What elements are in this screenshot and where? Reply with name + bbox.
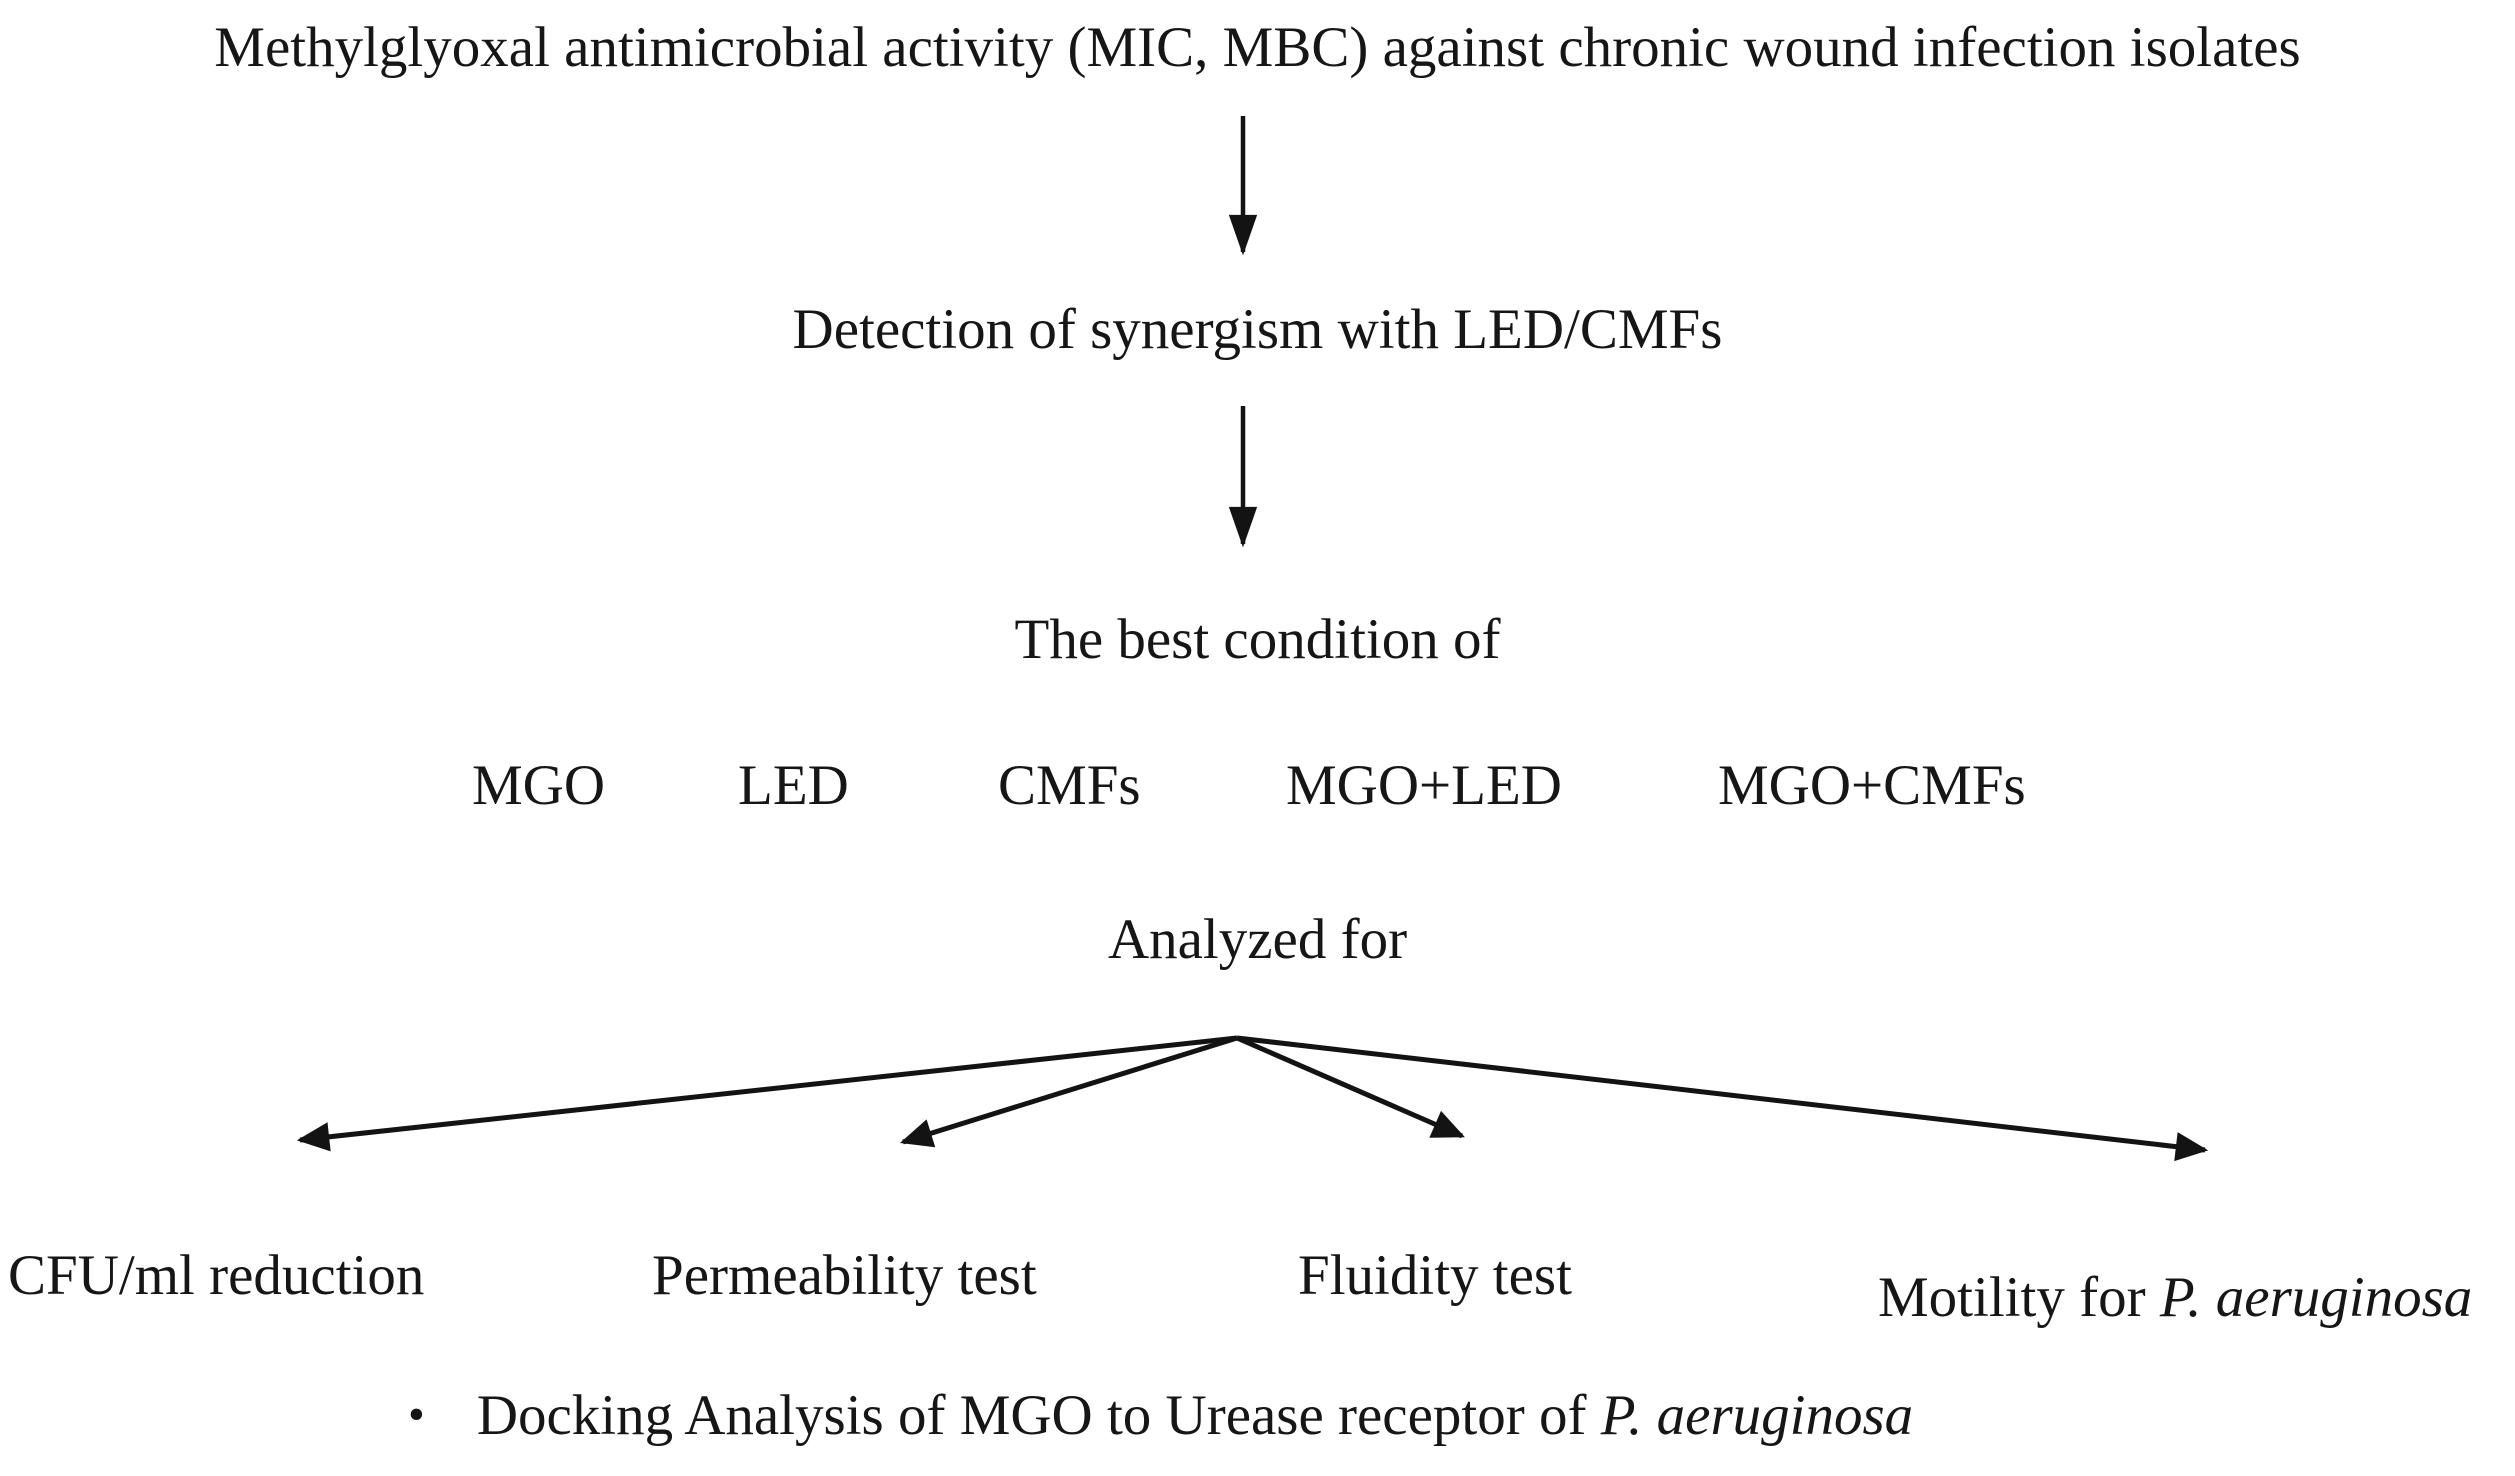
fan-arrow-motility-icon — [1236, 1035, 2209, 1162]
fan-arrow-fluidity-icon — [1236, 1035, 1465, 1139]
condition-mgo-cmfs: MGO+CMFs — [1718, 754, 2026, 817]
outcome-fluidity-label: Fluidity test — [1298, 1244, 1572, 1307]
fan-arrow-cfu-icon — [296, 1035, 1238, 1152]
diagram-title: Methylglyoxal antimicrobial activity (MI… — [214, 16, 2301, 79]
condition-led: LED — [738, 754, 849, 817]
outcome-motility-prefix: Motility for — [1878, 1266, 2160, 1329]
condition-mgo: MGO — [472, 754, 606, 817]
condition-cmfs: CMFs — [998, 754, 1141, 817]
docking-bullet-line: • Docking Analysis of MGO to Urease rece… — [408, 1382, 1913, 1450]
outcome-motility-species: P. aeruginosa — [2159, 1266, 2473, 1329]
step-synergism-label: Detection of synergism with LED/CMFs — [792, 298, 1723, 361]
outcome-permeability-label: Permeability test — [652, 1244, 1037, 1307]
condition-mgo-led: MGO+LED — [1286, 754, 1562, 817]
outcome-cfu-label: CFU/ml reduction — [8, 1244, 425, 1307]
step-best-condition-label: The best condition of — [1014, 608, 1501, 671]
bullet-icon: • — [408, 1388, 425, 1441]
docking-bullet-text: Docking Analysis of MGO to Urease recept… — [477, 1382, 1913, 1450]
outcome-motility-label: Motility for P. aeruginosa — [1878, 1264, 2472, 1332]
analyzed-for-label: Analyzed for — [1107, 908, 1408, 971]
docking-bullet-species: P. aeruginosa — [1600, 1384, 1914, 1447]
docking-bullet-prefix: Docking Analysis of MGO to Urease recept… — [476, 1384, 1601, 1447]
fan-arrow-permeability-icon — [899, 1035, 1238, 1148]
